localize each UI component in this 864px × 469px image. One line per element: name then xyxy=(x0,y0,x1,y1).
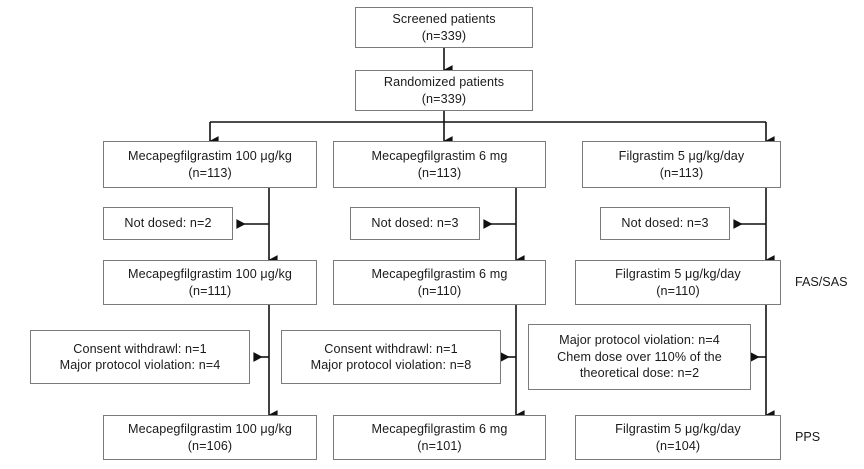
node-randomized-line2: (n=339) xyxy=(421,91,467,106)
node-arm-c-pps-line1: Filgrastim 5 μg/kg/day xyxy=(615,422,741,436)
node-screened-line2: (n=339) xyxy=(421,28,467,43)
node-arm-a-randomized-line1: Mecapegfilgrastim 100 μg/kg xyxy=(128,149,292,163)
label-pps: PPS xyxy=(795,430,821,444)
node-arm-b-pps-line2: (n=101) xyxy=(417,438,462,453)
node-arm-a-not-dosed-line1: Not dosed: n=2 xyxy=(124,216,212,231)
node-arm-b-excluded-line2: Major protocol violation: n=8 xyxy=(310,358,472,372)
node-arm-c-randomized-line1: Filgrastim 5 μg/kg/day xyxy=(618,149,745,163)
node-arm-b-not-dosed-line1: Not dosed: n=3 xyxy=(371,216,459,231)
node-arm-c-pps: Filgrastim 5 μg/kg/day (n=104) xyxy=(575,415,781,460)
node-arm-c-excluded: Major protocol violation: n=4 Chem dose … xyxy=(528,324,751,390)
node-arm-a-randomized: Mecapegfilgrastim 100 μg/kg (n=113) xyxy=(103,141,317,188)
node-arm-b-randomized-line1: Mecapegfilgrastim 6 mg xyxy=(371,149,508,163)
node-arm-a-pps-line2: (n=106) xyxy=(187,438,233,453)
node-arm-b-fas: Mecapegfilgrastim 6 mg (n=110) xyxy=(333,260,546,305)
node-arm-c-randomized: Filgrastim 5 μg/kg/day (n=113) xyxy=(582,141,781,188)
node-arm-a-excluded-line2: Major protocol violation: n=4 xyxy=(59,358,221,372)
node-randomized-patients: Randomized patients (n=339) xyxy=(355,70,533,111)
node-arm-a-excluded: Consent withdrawl: n=1 Major protocol vi… xyxy=(30,330,250,384)
node-arm-b-excluded-line1: Consent withdrawl: n=1 xyxy=(324,341,458,356)
node-arm-a-not-dosed: Not dosed: n=2 xyxy=(103,207,233,240)
node-arm-a-fas-line2: (n=111) xyxy=(188,283,232,298)
node-arm-c-excluded-line3: theoretical dose: n=2 xyxy=(579,366,700,381)
node-randomized-line1: Randomized patients xyxy=(383,75,505,89)
node-arm-c-randomized-line2: (n=113) xyxy=(659,165,704,180)
node-arm-b-pps: Mecapegfilgrastim 6 mg (n=101) xyxy=(333,415,546,460)
label-fas-sas: FAS/SAS xyxy=(795,275,848,289)
node-arm-a-randomized-line2: (n=113) xyxy=(188,165,232,180)
node-arm-c-excluded-line2: Chem dose over 110% of the xyxy=(557,349,722,364)
node-arm-b-randomized: Mecapegfilgrastim 6 mg (n=113) xyxy=(333,141,546,188)
node-arm-a-fas-line1: Mecapegfilgrastim 100 μg/kg xyxy=(128,267,292,281)
node-arm-a-pps: Mecapegfilgrastim 100 μg/kg (n=106) xyxy=(103,415,317,460)
node-arm-a-pps-line1: Mecapegfilgrastim 100 μg/kg xyxy=(128,422,292,436)
node-arm-b-fas-line2: (n=110) xyxy=(417,283,462,298)
node-arm-a-excluded-line1: Consent withdrawl: n=1 xyxy=(73,341,207,356)
node-arm-c-not-dosed-line1: Not dosed: n=3 xyxy=(621,216,709,231)
node-arm-b-not-dosed: Not dosed: n=3 xyxy=(350,207,480,240)
node-arm-b-randomized-line2: (n=113) xyxy=(417,165,462,180)
node-arm-c-fas-line1: Filgrastim 5 μg/kg/day xyxy=(615,267,741,281)
node-arm-c-fas: Filgrastim 5 μg/kg/day (n=110) xyxy=(575,260,781,305)
node-arm-a-fas: Mecapegfilgrastim 100 μg/kg (n=111) xyxy=(103,260,317,305)
node-arm-b-fas-line1: Mecapegfilgrastim 6 mg xyxy=(371,267,508,281)
node-screened-line1: Screened patients xyxy=(392,12,496,26)
node-arm-c-not-dosed: Not dosed: n=3 xyxy=(600,207,730,240)
node-arm-b-excluded: Consent withdrawl: n=1 Major protocol vi… xyxy=(281,330,501,384)
node-arm-c-pps-line2: (n=104) xyxy=(655,438,701,453)
node-arm-c-excluded-line1: Major protocol violation: n=4 xyxy=(559,333,720,348)
node-arm-c-fas-line2: (n=110) xyxy=(656,283,700,298)
node-arm-b-pps-line1: Mecapegfilgrastim 6 mg xyxy=(371,422,508,436)
node-screened-patients: Screened patients (n=339) xyxy=(355,7,533,48)
